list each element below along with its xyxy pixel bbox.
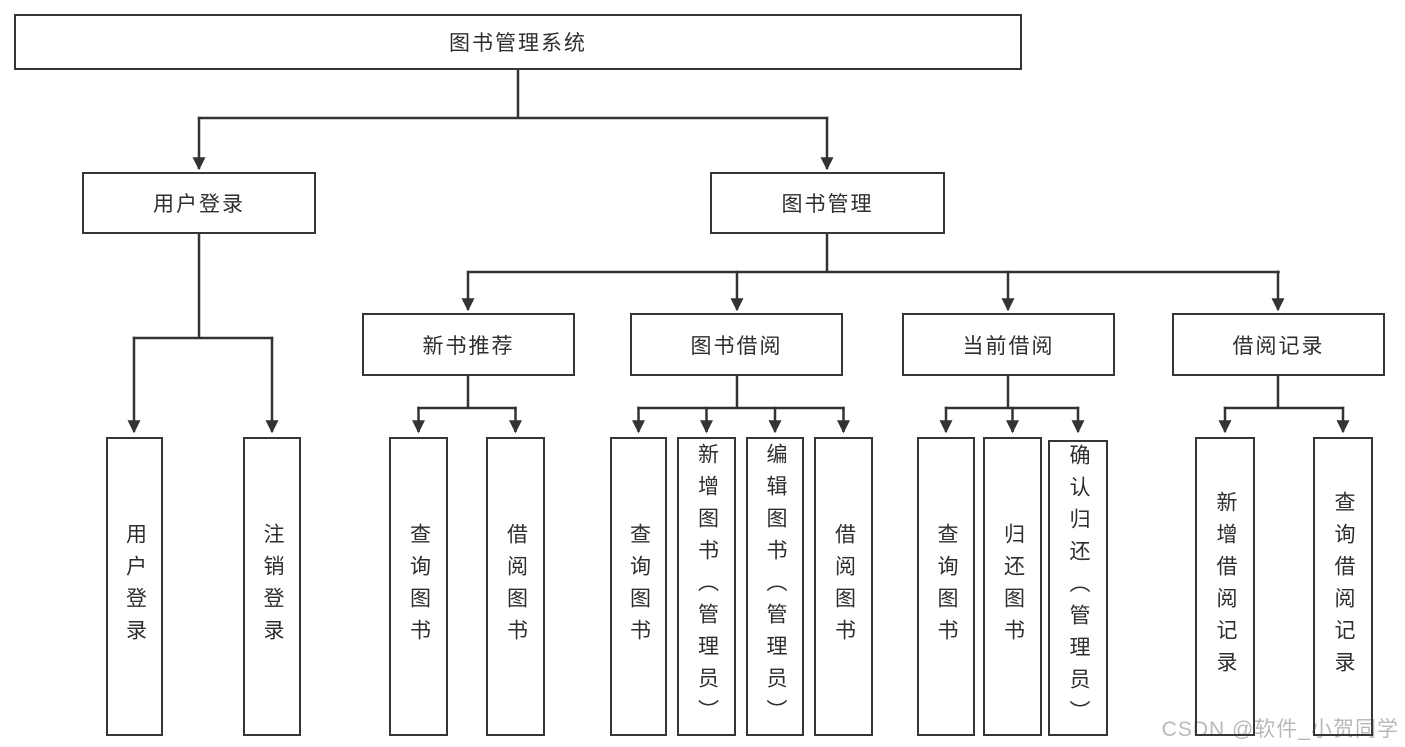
connector-current-borrowing — [939, 376, 1085, 434]
node-book-borrowing: 图书借阅 — [630, 313, 843, 376]
leaf-add-borrow-record: 新增借阅记录 — [1195, 437, 1255, 736]
node-library-management-system: 图书管理系统 — [14, 14, 1022, 70]
leaf-borrow-books-2-label: 借阅图书 — [832, 522, 856, 651]
connector-book-borrowing — [632, 376, 850, 434]
leaf-add-books-admin-label: 新增图书（管理员） — [695, 442, 719, 731]
node-borrowing-records: 借阅记录 — [1172, 313, 1385, 376]
leaf-add-books-admin: 新增图书（管理员） — [677, 437, 736, 736]
leaf-logout: 注销登录 — [243, 437, 301, 736]
connector-new-book-recommendation — [412, 376, 522, 434]
node-library-management-system-label: 图书管理系统 — [449, 32, 587, 55]
node-book-management-label: 图书管理 — [781, 193, 874, 216]
node-new-book-recommendation: 新书推荐 — [362, 313, 575, 376]
leaf-query-books-3-label: 查询图书 — [935, 522, 958, 651]
node-book-management: 图书管理 — [710, 172, 945, 234]
leaf-query-borrow-record-label: 查询借阅记录 — [1332, 490, 1355, 683]
leaf-edit-books-admin-label: 编辑图书（管理员） — [764, 442, 787, 731]
node-current-borrowing-label: 当前借阅 — [962, 334, 1055, 358]
leaf-confirm-return-admin-label: 确认归还（管理员） — [1067, 444, 1090, 732]
leaf-borrow-books-1: 借阅图书 — [486, 437, 545, 736]
node-current-borrowing: 当前借阅 — [902, 313, 1115, 376]
leaf-edit-books-admin: 编辑图书（管理员） — [746, 437, 804, 736]
node-user-login: 用户登录 — [82, 172, 316, 234]
connector-root — [192, 70, 834, 171]
leaf-add-borrow-record-label: 新增借阅记录 — [1214, 490, 1237, 683]
connector-user-login — [127, 234, 279, 434]
leaf-borrow-books-1-label: 借阅图书 — [504, 522, 528, 651]
leaf-query-books-2-label: 查询图书 — [627, 522, 651, 651]
leaf-query-books-1: 查询图书 — [389, 437, 448, 736]
leaf-query-books-2: 查询图书 — [610, 437, 667, 736]
connector-borrowing-records — [1218, 376, 1350, 434]
leaf-user-login-label: 用户登录 — [123, 522, 147, 651]
node-book-borrowing-label: 图书借阅 — [690, 334, 783, 358]
leaf-logout-label: 注销登录 — [261, 522, 284, 651]
leaf-query-books-1-label: 查询图书 — [407, 522, 431, 651]
leaf-return-books-label: 归还图书 — [1001, 522, 1025, 651]
leaf-borrow-books-2: 借阅图书 — [814, 437, 873, 736]
leaf-query-books-3: 查询图书 — [917, 437, 975, 736]
node-borrowing-records-label: 借阅记录 — [1232, 334, 1325, 358]
leaf-return-books: 归还图书 — [983, 437, 1042, 736]
node-new-book-recommendation-label: 新书推荐 — [422, 334, 515, 358]
leaf-confirm-return-admin: 确认归还（管理员） — [1048, 440, 1108, 736]
node-user-login-label: 用户登录 — [153, 193, 245, 216]
leaf-user-login: 用户登录 — [106, 437, 163, 736]
connector-book-management — [461, 234, 1285, 312]
leaf-query-borrow-record: 查询借阅记录 — [1313, 437, 1373, 736]
